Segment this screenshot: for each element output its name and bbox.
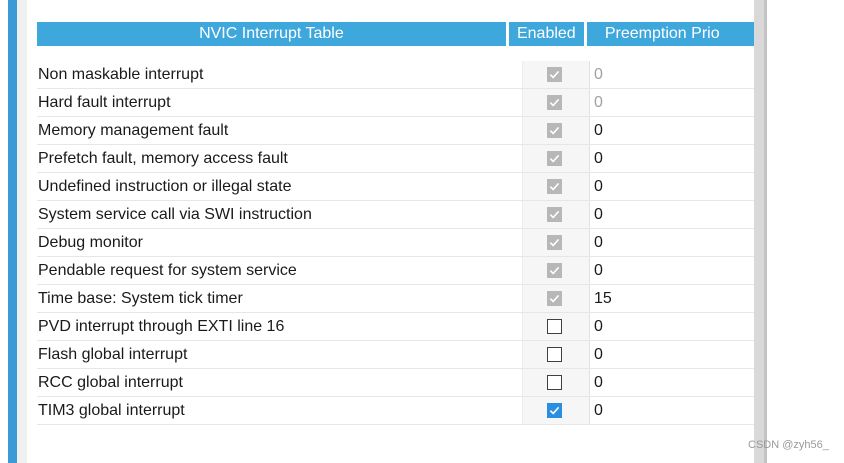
interrupt-name: Undefined instruction or illegal state: [38, 178, 292, 195]
enabled-cell: [522, 341, 590, 368]
watermark: CSDN @zyh56_: [748, 439, 829, 451]
checkmark-icon: [549, 98, 560, 107]
preemption-priority-value[interactable]: 0: [594, 122, 603, 139]
checkmark-icon: [549, 210, 560, 219]
table-row[interactable]: Pendable request for system service 0: [37, 257, 754, 285]
preemption-priority-value[interactable]: 0: [594, 234, 603, 251]
enabled-checkbox: [547, 235, 562, 250]
enabled-cell: [522, 313, 590, 340]
enabled-checkbox: [547, 151, 562, 166]
interrupt-name: Time base: System tick timer: [38, 290, 243, 307]
table-row[interactable]: PVD interrupt through EXTI line 16 0: [37, 313, 754, 341]
checkmark-icon: [549, 182, 560, 191]
table-row[interactable]: Prefetch fault, memory access fault 0: [37, 145, 754, 173]
interrupt-name: Hard fault interrupt: [38, 94, 171, 111]
column-header-preemption[interactable]: Preemption Prio: [586, 22, 754, 46]
interrupt-name: Flash global interrupt: [38, 346, 188, 363]
nvic-panel: NVIC Interrupt Table Enabled Preemption …: [27, 18, 754, 463]
table-row[interactable]: RCC global interrupt 0: [37, 369, 754, 397]
preemption-priority-value: 0: [594, 94, 603, 111]
enabled-checkbox: [547, 67, 562, 82]
enabled-checkbox: [547, 123, 562, 138]
preemption-priority-value[interactable]: 0: [594, 150, 603, 167]
column-header-name[interactable]: NVIC Interrupt Table: [37, 22, 506, 46]
checkmark-icon: [549, 406, 560, 415]
interrupt-name: Debug monitor: [38, 234, 143, 251]
enabled-cell: [522, 369, 590, 396]
preemption-priority-value[interactable]: 0: [594, 346, 603, 363]
column-header-enabled[interactable]: Enabled: [508, 22, 584, 46]
checkmark-icon: [549, 238, 560, 247]
enabled-checkbox[interactable]: [547, 319, 562, 334]
preemption-priority-value[interactable]: 0: [594, 262, 603, 279]
table-row[interactable]: System service call via SWI instruction 0: [37, 201, 754, 229]
preemption-priority-value: 0: [594, 66, 603, 83]
scrollbar-track[interactable]: [754, 0, 764, 463]
interrupt-name: PVD interrupt through EXTI line 16: [38, 318, 285, 335]
interrupt-name: Memory management fault: [38, 122, 229, 139]
table-row[interactable]: Time base: System tick timer 15: [37, 285, 754, 313]
checkmark-icon: [549, 154, 560, 163]
enabled-cell: [522, 117, 590, 144]
enabled-checkbox: [547, 263, 562, 278]
enabled-cell: [522, 397, 590, 424]
preemption-priority-value[interactable]: 0: [594, 206, 603, 223]
checkmark-icon: [549, 70, 560, 79]
table-header: NVIC Interrupt Table Enabled Preemption …: [37, 22, 754, 46]
interrupt-name: System service call via SWI instruction: [38, 206, 312, 223]
enabled-cell: [522, 229, 590, 256]
enabled-checkbox[interactable]: [547, 375, 562, 390]
interrupt-name: RCC global interrupt: [38, 374, 183, 391]
table-row[interactable]: Undefined instruction or illegal state 0: [37, 173, 754, 201]
enabled-cell: [522, 61, 590, 88]
table-row[interactable]: Flash global interrupt 0: [37, 341, 754, 369]
enabled-cell: [522, 257, 590, 284]
interrupt-name: Prefetch fault, memory access fault: [38, 150, 288, 167]
preemption-priority-value[interactable]: 0: [594, 402, 603, 419]
checkmark-icon: [549, 294, 560, 303]
preemption-priority-value[interactable]: 0: [594, 318, 603, 335]
enabled-cell: [522, 173, 590, 200]
enabled-checkbox: [547, 291, 562, 306]
enabled-checkbox[interactable]: [547, 403, 562, 418]
checkmark-icon: [549, 266, 560, 275]
interrupt-name: Non maskable interrupt: [38, 66, 204, 83]
enabled-checkbox: [547, 179, 562, 194]
interrupt-name: Pendable request for system service: [38, 262, 297, 279]
preemption-priority-value[interactable]: 15: [594, 290, 612, 307]
enabled-cell: [522, 145, 590, 172]
enabled-checkbox: [547, 95, 562, 110]
preemption-priority-value[interactable]: 0: [594, 178, 603, 195]
enabled-cell: [522, 89, 590, 116]
preemption-priority-value[interactable]: 0: [594, 374, 603, 391]
window-frame-left: [8, 0, 17, 463]
enabled-cell: [522, 201, 590, 228]
enabled-cell: [522, 285, 590, 312]
table-row[interactable]: Hard fault interrupt 0: [37, 89, 754, 117]
window-frame-right: [764, 0, 767, 463]
table-row[interactable]: Debug monitor 0: [37, 229, 754, 257]
interrupt-name: TIM3 global interrupt: [38, 402, 185, 419]
table-row[interactable]: Non maskable interrupt 0: [37, 61, 754, 89]
enabled-checkbox[interactable]: [547, 347, 562, 362]
enabled-checkbox: [547, 207, 562, 222]
top-strip: [27, 0, 754, 18]
table-row[interactable]: Memory management fault 0: [37, 117, 754, 145]
checkmark-icon: [549, 126, 560, 135]
table-row[interactable]: TIM3 global interrupt 0: [37, 397, 754, 425]
